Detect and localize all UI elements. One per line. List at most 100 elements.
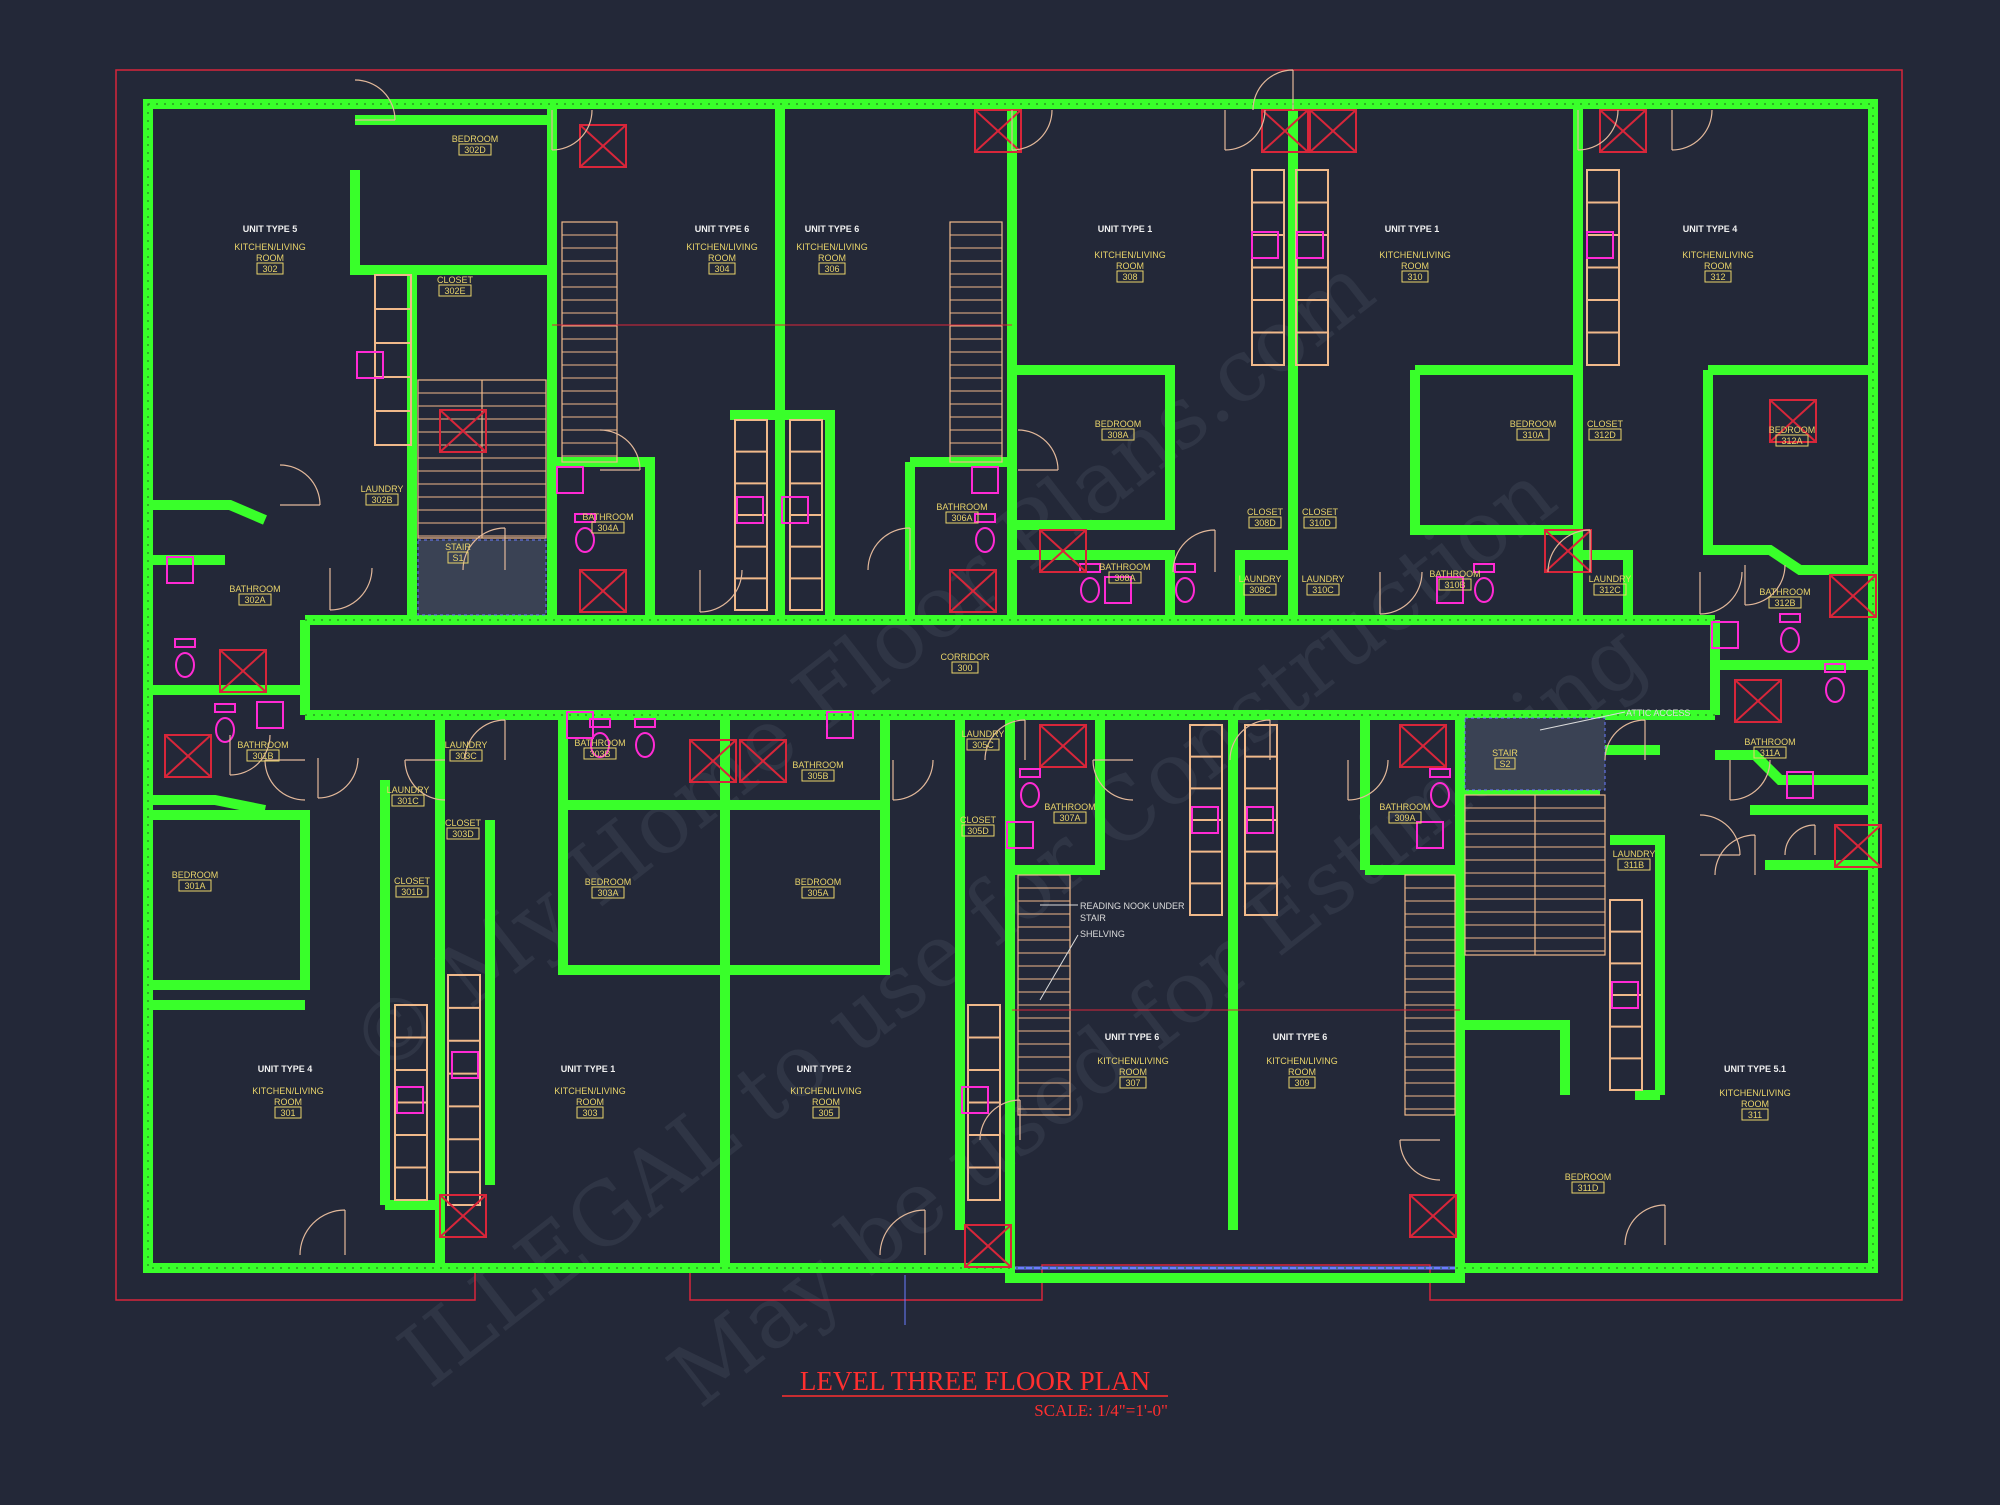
room-label-60-line-0: KITCHEN/LIVING xyxy=(1719,1088,1791,1098)
room-number-box-23 xyxy=(1516,428,1550,441)
room-number-7: 304A xyxy=(597,523,618,533)
room-label-44: UNIT TYPE 1 xyxy=(561,1064,616,1074)
room-label-53-line-0: UNIT TYPE 6 xyxy=(1273,1032,1328,1042)
room-number-box-54 xyxy=(1288,1076,1316,1089)
room-number-11: 306 xyxy=(824,264,839,274)
room-label-36-line-0: CLOSET xyxy=(394,876,431,886)
room-number-box-19 xyxy=(1243,583,1277,596)
room-number-25: 312D xyxy=(1594,430,1616,440)
room-number-box-32 xyxy=(246,749,280,762)
room-label-19-line-0: LAUNDRY xyxy=(1239,574,1282,584)
room-label-28-line-0: KITCHEN/LIVING xyxy=(1682,250,1754,260)
room-number-box-33 xyxy=(391,794,425,807)
room-number-box-40 xyxy=(583,747,617,760)
room-label-35-line-0: CLOSET xyxy=(445,818,482,828)
room-label-21-line-0: UNIT TYPE 1 xyxy=(1385,224,1440,234)
room-number-15: 308A xyxy=(1107,430,1128,440)
room-number-box-47 xyxy=(812,1106,840,1119)
room-label-32-line-0: BATHROOM xyxy=(237,740,288,750)
room-label-54-line-1: ROOM xyxy=(1288,1067,1316,1077)
room-number-48: 305C xyxy=(972,740,994,750)
plan-title: LEVEL THREE FLOOR PLAN xyxy=(800,1366,1150,1396)
room-number-37: 301A xyxy=(184,881,205,891)
stair-landings xyxy=(417,539,1606,791)
room-label-42-line-0: BEDROOM xyxy=(585,877,632,887)
room-label-24-line-0: BATHROOM xyxy=(1429,569,1480,579)
room-label-48-line-0: LAUNDRY xyxy=(962,729,1005,739)
room-number-box-41 xyxy=(801,769,835,782)
room-label-10-line-0: UNIT TYPE 6 xyxy=(805,224,860,234)
room-number-35: 303D xyxy=(452,829,474,839)
note-attic-access: ATTIC ACCESS xyxy=(1626,708,1690,718)
room-number-6: S1 xyxy=(452,553,463,563)
room-label-8-line-0: UNIT TYPE 6 xyxy=(695,224,750,234)
note-reading-nook-stair: STAIR xyxy=(1080,913,1106,923)
room-number-box-35 xyxy=(446,827,480,840)
room-number-17: 308D xyxy=(1254,518,1276,528)
room-number-36: 301D xyxy=(401,887,423,897)
room-label-31-line-0: CORRIDOR xyxy=(941,652,990,662)
room-number-26: 312C xyxy=(1599,585,1621,595)
room-label-21: UNIT TYPE 1 xyxy=(1385,224,1440,234)
room-label-16-line-0: BATHROOM xyxy=(1099,562,1150,572)
room-label-45-line-1: ROOM xyxy=(576,1097,604,1107)
room-number-49: 305D xyxy=(967,826,989,836)
room-number-box-15 xyxy=(1101,428,1135,441)
room-number-12: 306A xyxy=(951,513,972,523)
room-number-32: 301B xyxy=(252,751,273,761)
room-label-33-line-0: LAUNDRY xyxy=(387,785,430,795)
room-label-1-line-0: KITCHEN/LIVING xyxy=(234,242,306,252)
room-label-56-line-0: STAIR xyxy=(1492,748,1518,758)
room-number-24: 310B xyxy=(1444,580,1465,590)
room-number-box-11 xyxy=(818,262,846,275)
room-number-14: 308 xyxy=(1122,272,1137,282)
room-number-box-55 xyxy=(1388,811,1422,824)
room-number-box-14 xyxy=(1116,270,1144,283)
room-label-60-line-1: ROOM xyxy=(1741,1099,1769,1109)
room-number-43: 305A xyxy=(807,888,828,898)
property-line xyxy=(115,69,1903,1301)
room-number-box-39 xyxy=(274,1106,302,1119)
room-label-46: UNIT TYPE 2 xyxy=(797,1064,852,1074)
room-label-9-line-1: ROOM xyxy=(708,253,736,263)
room-number-34: 303C xyxy=(455,751,477,761)
room-number-9: 304 xyxy=(714,264,729,274)
note-reading-nook: READING NOOK UNDER xyxy=(1080,901,1185,911)
title-block: LEVEL THREE FLOOR PLAN SCALE: 1/4"=1'-0" xyxy=(782,1366,1168,1420)
room-label-54-line-0: KITCHEN/LIVING xyxy=(1266,1056,1338,1066)
room-number-box-36 xyxy=(395,885,429,898)
room-number-23: 310A xyxy=(1522,430,1543,440)
room-label-34-line-0: LAUNDRY xyxy=(445,740,488,750)
room-label-47-line-0: KITCHEN/LIVING xyxy=(790,1086,862,1096)
room-label-51: UNIT TYPE 6 xyxy=(1105,1032,1160,1042)
room-number-41: 305B xyxy=(807,771,828,781)
room-label-52-line-1: ROOM xyxy=(1119,1067,1147,1077)
room-number-box-22 xyxy=(1401,270,1429,283)
room-number-box-16 xyxy=(1108,571,1142,584)
room-label-18-line-0: CLOSET xyxy=(1302,507,1339,517)
room-label-61-line-0: BEDROOM xyxy=(1565,1172,1612,1182)
room-number-57: 311A xyxy=(1760,748,1780,758)
room-label-4-line-0: LAUNDRY xyxy=(361,484,404,494)
room-label-40-line-0: BATHROOM xyxy=(574,738,625,748)
